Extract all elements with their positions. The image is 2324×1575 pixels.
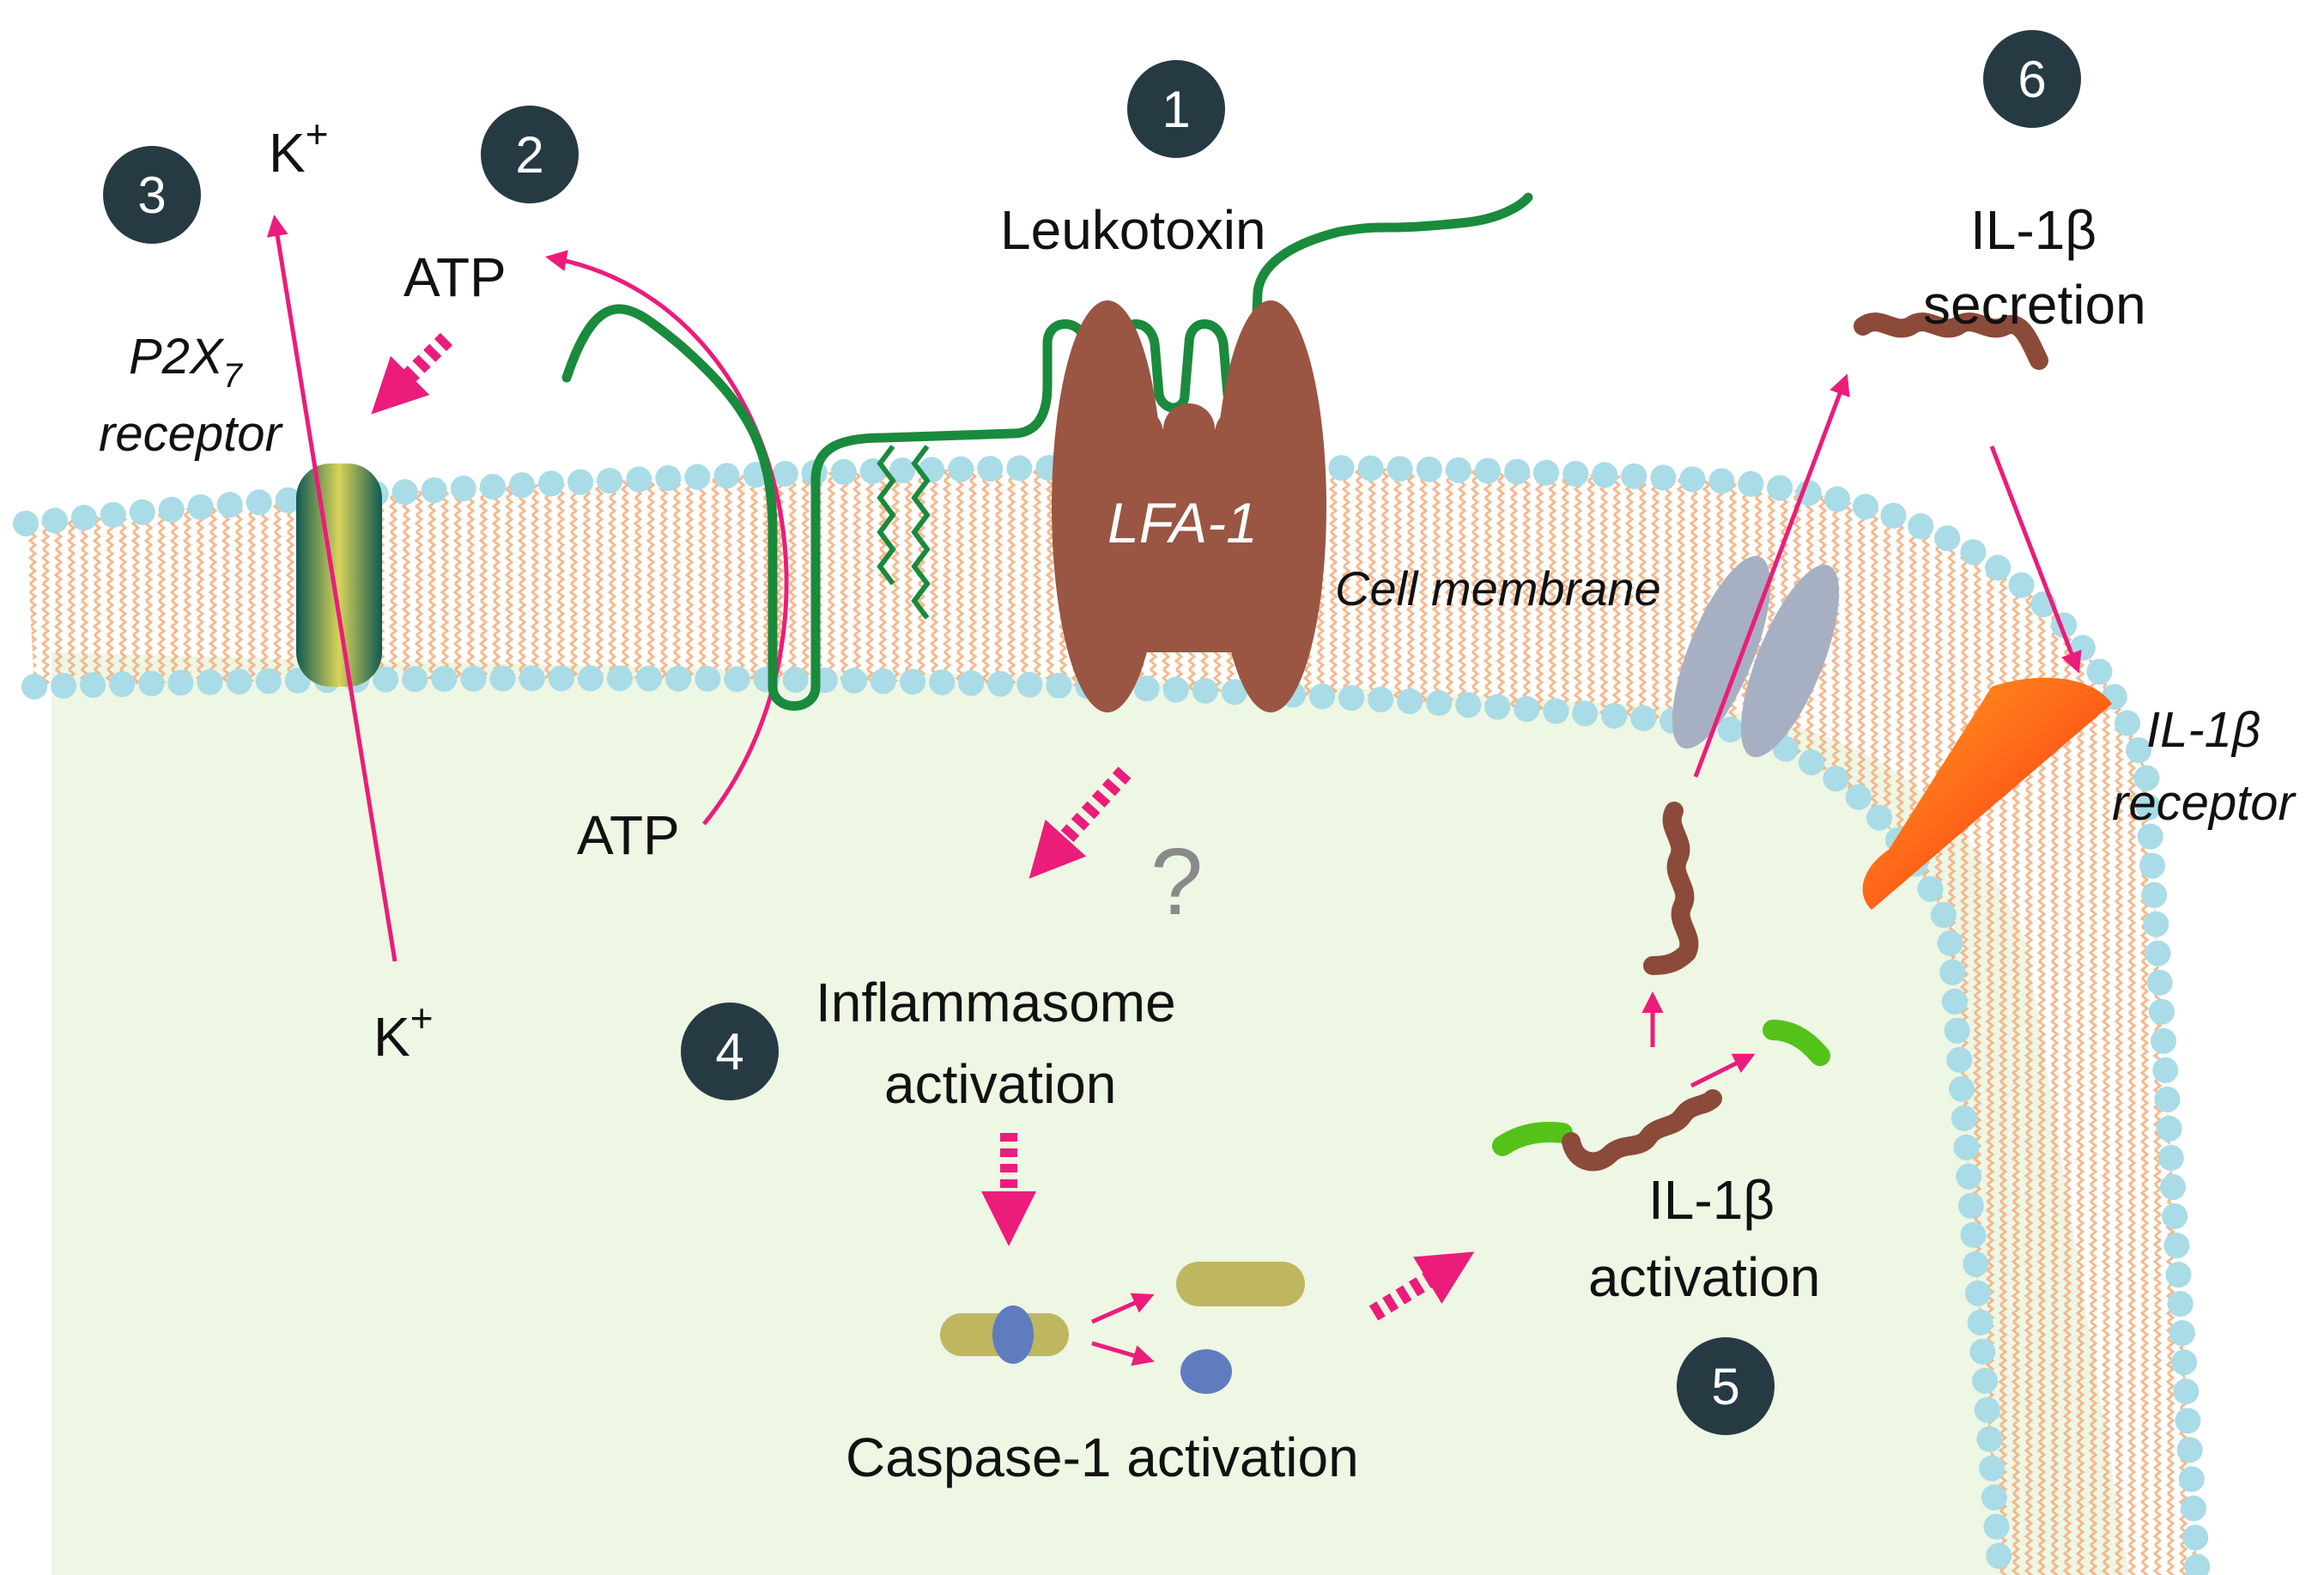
secretion-channel-right-icon (1740, 564, 1840, 758)
lfa1-label: LFA-1 (1107, 491, 1258, 554)
caspase-split-arrow-2 (1091, 1341, 1155, 1366)
pro-il1b-chain-icon (1562, 1089, 1722, 1172)
il1b-receptor-icon (1862, 677, 2112, 910)
step-1: 1 (1127, 60, 1225, 158)
leukotoxin-anchor-1 (877, 445, 896, 585)
caspase-split-arrow-1 (1090, 1293, 1155, 1324)
cell-membrane-label: Cell membrane (1335, 561, 1661, 615)
svg-text:1: 1 (1162, 81, 1190, 138)
il1b-secretion-label-line1: IL-1β (1970, 199, 2096, 261)
atp-in-label: ATP (577, 804, 680, 866)
caspase-complex-icon (940, 1262, 1305, 1394)
atp-release-arrow (545, 250, 789, 826)
step-5: 5 (1677, 1337, 1775, 1435)
atp-to-p2x7-arrow (371, 332, 453, 415)
il1b-to-receptor-arrow (1989, 445, 2082, 674)
membrane-tails (26, 467, 2198, 1575)
inflammasome-label-line1: Inflammasome (816, 972, 1176, 1033)
step-3: 3 (103, 146, 201, 244)
il1b-activation-label-line1: IL-1β (1648, 1169, 1775, 1231)
secretion-arrow (1693, 373, 1850, 778)
secreted-il1b-chain-icon (1854, 312, 2048, 370)
inflammasome-label-line2: activation (884, 1053, 1116, 1115)
leukotoxin-label: Leukotoxin (1000, 199, 1266, 261)
p2x7-label-line2: receptor (99, 406, 283, 462)
cytoplasm (52, 652, 2129, 1575)
svg-text:5: 5 (1711, 1358, 1739, 1415)
lfa1-receptor-icon (1052, 300, 1326, 712)
leukotoxin-anchor-2 (911, 445, 931, 620)
svg-text:2: 2 (515, 126, 543, 184)
k-out-label: K+ (269, 112, 329, 184)
atp-out-label: ATP (404, 246, 507, 308)
step-6: 6 (1983, 30, 2081, 128)
pro-domain-cleaved-icon (1763, 1020, 1830, 1066)
membrane-outer-heads (13, 454, 2211, 1575)
lfa1-to-inflammasome-arrow (1029, 766, 1132, 879)
il1b-receptor-label-line2: receptor (2112, 775, 2297, 831)
p2x7-channel-icon (296, 463, 382, 687)
svg-text:3: 3 (137, 167, 166, 224)
step-4: 4 (681, 1003, 779, 1100)
svg-text:4: 4 (715, 1023, 743, 1081)
il1b-receptor-label-line1: IL-1β (2146, 702, 2260, 758)
pro-domain-left-icon (1492, 1122, 1573, 1156)
il1b-secretion-label-line2: secretion (1923, 274, 2146, 336)
k-in-label: K+ (373, 996, 434, 1068)
il1b-activation-label-line2: activation (1588, 1246, 1820, 1308)
step-2: 2 (481, 106, 579, 203)
mature-il1b-chain-icon (1643, 802, 1699, 975)
caspase-label: Caspase-1 activation (846, 1427, 1359, 1488)
secretion-channel-left-icon (1672, 555, 1771, 749)
membrane-inner-heads (21, 665, 2013, 1575)
question-mark: ? (1150, 829, 1203, 935)
p2x7-label: P2X7 (129, 329, 244, 395)
svg-text:6: 6 (2018, 51, 2046, 108)
cleavage-right-arrow (1690, 1053, 1756, 1088)
k-efflux-arrow (266, 215, 397, 962)
